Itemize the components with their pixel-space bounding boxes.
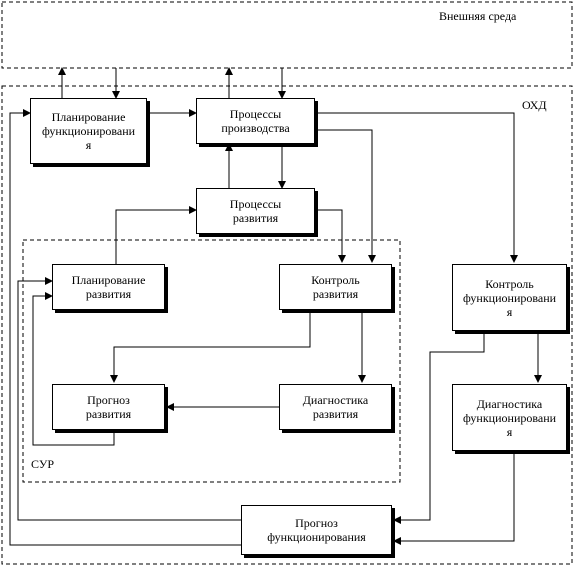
arrow-diag-func-to-forecast-func (393, 451, 515, 545)
arrow-proc-prod-to-ctrl-func (315, 112, 518, 263)
block-planning-functioning-text: Планирование функционировани я (41, 110, 136, 152)
arrow-forecast-dev-to-plan-dev (32, 292, 115, 446)
block-diagnostics-functioning: Диагностика функционировани я (452, 384, 567, 451)
arrow-ctrl-dev-to-forecast-dev (110, 310, 311, 383)
block-development-processes-text: Процессы развития (229, 197, 282, 225)
arrow-plan-dev-to-proc-dev (115, 206, 197, 264)
block-forecast-development-text: Прогноз развития (85, 393, 132, 421)
arrow-ctrl-func-to-forecast-func (393, 331, 485, 524)
block-control-development-text: Контроль развития (311, 273, 360, 301)
okhd-region (1, 85, 573, 565)
block-forecast-development: Прогноз развития (52, 384, 165, 430)
block-planning-development-text: Планирование развития (71, 273, 146, 301)
block-planning-development: Планирование развития (52, 264, 165, 310)
sur-label: СУР (31, 457, 55, 471)
external-environment-label: Внешняя среда (439, 9, 517, 23)
sur-region (22, 239, 401, 483)
arrow-proc-prod-to-ctrl-dev (315, 129, 376, 263)
block-control-functioning-text: Контроль функционировани я (462, 276, 557, 319)
block-production-processes: Процессы производства (196, 98, 315, 144)
block-forecast-functioning-text: Прогноз функционирования (267, 516, 366, 544)
block-development-processes: Процессы развития (196, 188, 315, 234)
block-diagnostics-development-text: Диагностика развития (302, 393, 369, 421)
arrow-forecast-func-to-plan-dev (17, 277, 241, 521)
okhd-label: ОХД (522, 98, 547, 112)
block-production-processes-text: Процессы производства (221, 107, 290, 135)
block-diagnostics-functioning-text: Диагностика функционировани я (462, 396, 557, 439)
block-control-development: Контроль развития (279, 264, 392, 310)
block-diagnostics-development: Диагностика развития (279, 384, 392, 430)
block-forecast-functioning: Прогноз функционирования (241, 505, 392, 555)
external-environment-region (1, 1, 573, 69)
arrow-proc-dev-to-ctrl-dev (315, 209, 346, 263)
arrow-forecast-func-to-plan-func (9, 109, 241, 546)
block-control-functioning: Контроль функционировани я (452, 264, 567, 331)
block-planning-functioning: Планирование функционировани я (30, 98, 147, 164)
